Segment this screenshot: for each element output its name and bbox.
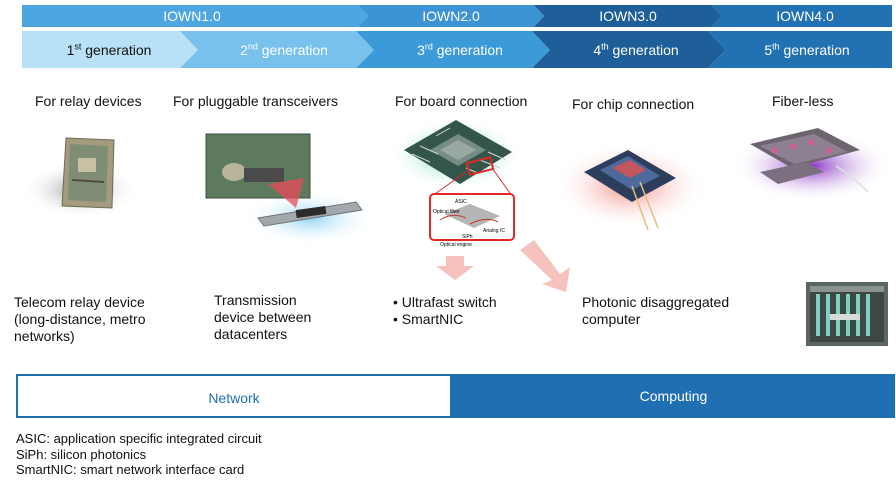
category-fiber-less: Fiber-less (772, 93, 834, 109)
category-board-connection: For board connection (395, 93, 528, 109)
gen3-label: 3rd generation (417, 41, 503, 58)
pluggable-transceiver-image (205, 133, 376, 246)
chip-description-line: computer (582, 311, 641, 327)
board-use-cases: Ultrafast switch SmartNIC (393, 294, 497, 328)
network-bar: Network (16, 374, 452, 418)
chip-connection-image (552, 142, 708, 231)
transmission-description-line: Transmission (214, 292, 297, 308)
bullet-item: SmartNIC (393, 311, 497, 328)
transmission-description: Transmission device between datacenters (214, 292, 311, 343)
iown3-label: IOWN3.0 (599, 8, 657, 24)
gen2-chevron (180, 31, 374, 68)
generation-timeline: IOWN1.0 IOWN2.0 IOWN3.0 IOWN4.0 (22, 5, 892, 68)
gen3-chevron (356, 31, 550, 68)
relay-description: Telecom relay device (long-distance, met… (14, 294, 146, 345)
iown4-label: IOWN4.0 (776, 8, 834, 24)
iown3-arrow (534, 5, 722, 27)
engine-asic-label: ASIC (455, 199, 467, 205)
relay-device-image (22, 137, 138, 218)
server-rack-image (806, 282, 888, 346)
gen5-chevron (708, 31, 892, 68)
relay-description-line: (long-distance, metro (14, 311, 146, 327)
chip-description-line: Photonic disaggregated (582, 294, 730, 310)
iown1-arrow (22, 5, 368, 27)
iown1-label: IOWN1.0 (163, 8, 221, 24)
gen4-label: 4th generation (593, 41, 679, 58)
iown2-label: IOWN2.0 (422, 8, 480, 24)
abbreviation-legend: ASIC: application specific integrated ci… (16, 431, 262, 478)
engine-optical-engine-label: Optical engine (440, 242, 472, 248)
down-arrow (436, 256, 474, 280)
gen4-chevron (532, 31, 726, 68)
relay-description-line: networks) (14, 328, 75, 344)
relay-description-line: Telecom relay device (14, 294, 145, 310)
gen1-chevron (22, 31, 198, 68)
engine-optical-fiber-label: Optical fiber (433, 209, 460, 215)
legend-item: SmartNIC: smart network interface card (16, 462, 245, 477)
legend-item: ASIC: application specific integrated ci… (16, 431, 262, 446)
engine-siph-label: SiPh (462, 234, 473, 240)
transmission-description-line: datacenters (214, 326, 288, 342)
diagonal-arrow (520, 240, 570, 292)
gen1-label: 1st generation (66, 41, 152, 58)
illustrations: ASIC Optical fiber Analog IC SiPh Optica… (22, 118, 892, 346)
engine-analog-ic-label: Analog IC (483, 228, 505, 234)
bullet-item: Ultrafast switch (393, 294, 497, 311)
category-relay-devices: For relay devices (35, 93, 142, 109)
computing-bar: Computing (452, 374, 895, 418)
gen5-label: 5th generation (764, 41, 850, 58)
gen2-label: 2nd generation (240, 41, 328, 58)
category-chip-connection: For chip connection (572, 96, 695, 112)
board-connection-image: ASIC Optical fiber Analog IC SiPh Optica… (390, 118, 522, 248)
legend-item: SiPh: silicon photonics (16, 446, 147, 462)
chip-description: Photonic disaggregated computer (582, 294, 729, 328)
category-pluggable-transceivers: For pluggable transceivers (173, 93, 338, 109)
iown2-arrow (358, 5, 544, 27)
iown4-arrow (712, 5, 892, 27)
fiber-less-image (732, 128, 892, 202)
transmission-description-line: device between (214, 309, 312, 325)
